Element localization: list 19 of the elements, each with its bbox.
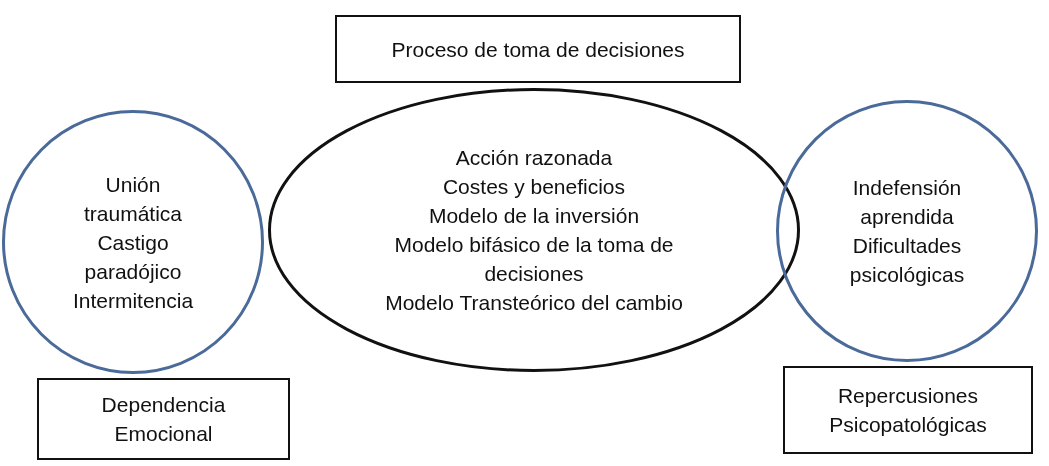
concept-text: Unión traumática bbox=[82, 171, 183, 227]
circle-shape bbox=[2, 110, 264, 374]
concept-text: Modelo de la inversión bbox=[428, 203, 640, 229]
label-box bbox=[783, 366, 1033, 454]
label-box bbox=[335, 15, 741, 83]
concept-text: Indefensión aprendida bbox=[851, 175, 963, 230]
concept-text: Intermitencia bbox=[72, 287, 194, 314]
concept-text: Modelo bifásico de la toma de decisiones bbox=[393, 232, 675, 287]
circle-shape bbox=[776, 100, 1038, 362]
concept-text: Acción razonada bbox=[455, 145, 613, 171]
concept-text: Castigo paradójico bbox=[83, 229, 183, 285]
concept-text: Modelo Transteórico del cambio bbox=[385, 290, 683, 316]
concept-text: Dificultades psicológicas bbox=[848, 233, 966, 288]
box-title: Proceso de toma de decisiones bbox=[391, 36, 685, 63]
concept-text: Costes y beneficios bbox=[442, 174, 626, 200]
ellipse-shape bbox=[268, 88, 800, 372]
label-box bbox=[37, 378, 290, 460]
box-title: Repercusiones Psicopatológicas bbox=[828, 383, 988, 438]
box-title: Dependencia Emocional bbox=[100, 392, 227, 447]
